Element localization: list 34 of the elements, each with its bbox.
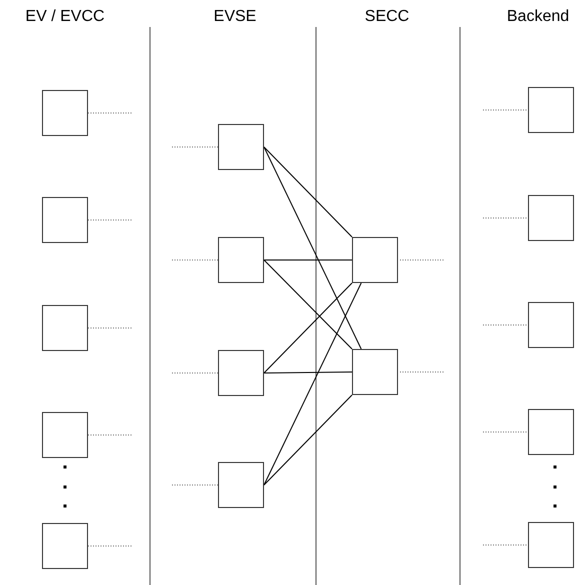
- empty-box: [42, 90, 88, 136]
- empty-box: [528, 522, 574, 568]
- empty-box: [528, 409, 574, 455]
- empty-box: [42, 305, 88, 351]
- empty-box: [218, 462, 264, 508]
- empty-box: [528, 87, 574, 133]
- empty-box: [42, 412, 88, 458]
- connector-line: [264, 146, 352, 238]
- empty-box: [218, 350, 264, 396]
- empty-box: [42, 523, 88, 569]
- empty-box: [528, 302, 574, 348]
- column-heading: EV / EVCC: [25, 9, 105, 25]
- connector-line: [264, 282, 352, 374]
- empty-box: [528, 195, 574, 241]
- connector-line: [264, 394, 352, 486]
- empty-box: [218, 124, 264, 170]
- dotted-line: [88, 434, 134, 436]
- connector-line: [264, 372, 352, 374]
- dotted-line: [172, 372, 218, 374]
- dotted-line: [172, 146, 218, 148]
- empty-box: [42, 197, 88, 243]
- dotted-line: [482, 324, 528, 326]
- empty-box: [352, 349, 398, 395]
- empty-box: [218, 237, 264, 283]
- column-heading: Backend: [506, 9, 570, 25]
- column-heading: SECC: [364, 9, 410, 25]
- dotted-line: [172, 484, 218, 486]
- dotted-line: [88, 112, 134, 114]
- dotted-line: [482, 544, 528, 546]
- connector-line: [264, 282, 362, 486]
- connector-line: [264, 146, 362, 350]
- column-heading: EVSE: [214, 9, 256, 25]
- connector-line: [264, 260, 352, 350]
- empty-box: [352, 237, 398, 283]
